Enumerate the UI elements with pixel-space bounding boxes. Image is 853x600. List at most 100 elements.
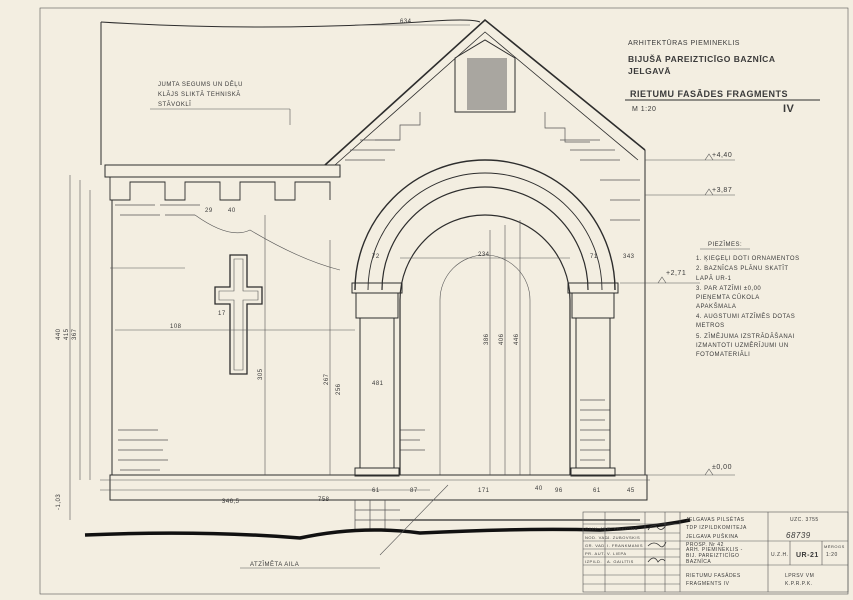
level-mark: ±0,00 (712, 464, 732, 471)
note-line: PIEŅEMTA CŪKOLA (696, 294, 760, 301)
tb-role: IZPILD. (585, 559, 602, 564)
tb-role: PR. AUT. (585, 551, 605, 556)
tb-name: J. ZUBOVSKIS (607, 535, 640, 540)
note-line: APAKŠMALA (696, 303, 736, 310)
notes: PIEZĪMES: 1. ĶIEĢEĻI DOTI ORNAMENTOS 2. … (696, 241, 800, 358)
dim-bottom: 346,5 (222, 499, 240, 505)
tb-drawing-no: 68739 (786, 531, 811, 540)
right-column (567, 282, 619, 477)
dim-inner: 406 (499, 333, 505, 345)
tb-object: BIJ. PAREIZTICĪGO (686, 552, 739, 559)
title-scale: M 1:20 (632, 106, 656, 113)
note-line: 1. ĶIEĢEĻI DOTI ORNAMENTOS (696, 256, 800, 262)
tb-scale: 1:20 (826, 552, 838, 558)
note-line: METROS (696, 323, 725, 329)
note-line: 3. PAR ATZĪMI ±0,00 (696, 285, 761, 292)
dim-left: 415 (64, 328, 70, 340)
dim-inner: 40 (228, 208, 236, 214)
dim-inner: 108 (170, 324, 182, 330)
tb-scale-label: MĒROGS (824, 544, 845, 549)
dim-bottom: 40 (535, 486, 543, 492)
notes-heading: PIEZĪMES: (708, 241, 742, 248)
cornice (104, 164, 341, 201)
dim-inner: 343 (623, 254, 635, 260)
title-sheet-number: IV (783, 103, 795, 115)
tb-role: NOD. VAD. (585, 535, 610, 540)
title-line2: BIJUŠĀ PAREIZTICĪGO BAZNĪCA (628, 53, 775, 64)
tb-sheet-code: UR-21 (796, 552, 819, 559)
dim-arch-width: 234 (478, 252, 490, 258)
title-sheet: RIETUMU FASĀDES FRAGMENTS (630, 89, 788, 99)
dim-inner: 17 (218, 311, 226, 317)
note-line: 4. AUGSTUMI ATZĪMĒS DOTAS (696, 313, 795, 320)
tb-org: TDP IZPILDKOMITEJA (686, 525, 747, 531)
tb-stage: U.Z.H. (771, 552, 788, 558)
dim-bottom: 171 (478, 488, 490, 494)
gable-vent-louver (467, 58, 507, 110)
tb-role: GALV. ARH. (585, 526, 612, 531)
ground-note: ATZĪMĒTA AILA (250, 561, 299, 568)
dim-inner: 386 (484, 333, 490, 345)
tb-date: K.P.R.P.K. (785, 581, 813, 587)
plinth (109, 474, 648, 530)
cross-niche (214, 254, 263, 375)
note-line: IZMANTOTI UZMĒRĪJUMI UN (696, 342, 789, 349)
dim-bottom: 45 (627, 488, 635, 494)
signatures (647, 524, 667, 563)
dim-bottom: 96 (555, 488, 563, 494)
dimension-lines (69, 24, 735, 520)
level-mark: +3,87 (712, 187, 732, 194)
level-marks: +4,40 +3,87 +2,71 ±0,00 (657, 152, 732, 476)
tb-object: ARH. PIEMINEKLIS - (686, 547, 743, 553)
dim-bottom: 61 (372, 488, 380, 494)
tb-org-code: UZC. 3755 (790, 517, 819, 523)
tb-object: BAZNĪCA (686, 558, 711, 565)
sheet-title: ARHITEKTŪRAS PIEMINEKLIS BIJUŠĀ PAREIZTI… (625, 39, 820, 115)
dim-inner: 72 (372, 254, 380, 260)
dim-inner: 71 (590, 254, 598, 260)
wall (111, 139, 646, 475)
tb-sheet: FRAGMENTS IV (686, 581, 730, 587)
drawing-frame (39, 7, 849, 595)
tb-name: A. GAILĪTIS (607, 559, 634, 564)
note-line: 5. ZĪMĒJUMA IZSTRĀDĀŠANAI (696, 333, 795, 340)
tb-name: G. PRIEDĪTIS (607, 526, 638, 531)
dim-bottom: 61 (593, 488, 601, 494)
title-line1: ARHITEKTŪRAS PIEMINEKLIS (628, 39, 740, 47)
roof-note-line: KLĀJS SLIKTĀ TEHNISKĀ (158, 91, 241, 98)
tb-date: LPRSV VM (785, 573, 814, 579)
level-mark: +4,40 (712, 152, 732, 159)
title-block: JELGAVAS PILSĒTAS TDP IZPILDKOMITEJA UZC… (582, 511, 849, 593)
title-line3: JELGAVĀ (628, 66, 671, 76)
dim-left-small: -1,03 (56, 494, 62, 510)
dim-bottom-total: 758 (318, 497, 330, 503)
tb-sheet: RIETUMU FASĀDES (686, 572, 741, 579)
tb-address: PROSP. Nr 42 (686, 542, 724, 548)
level-mark: +2,71 (666, 270, 686, 277)
roof-note: JUMTA SEGUMS UN DĒĻU KLĀJS SLIKTĀ TEHNIS… (150, 81, 291, 125)
dim-inner: 305 (258, 368, 264, 380)
tb-name: V. LIEPA (607, 551, 627, 556)
dim-inner: 481 (372, 381, 384, 387)
dim-inner: 267 (324, 373, 330, 385)
tb-address: JELGAVA PUŠKINA (686, 533, 738, 540)
note-line: 2. BAZNĪCAS PLĀNU SKATĪT (696, 265, 789, 272)
left-column (351, 282, 403, 477)
dim-top: 634 (400, 19, 412, 25)
dim-inner: 29 (205, 208, 213, 214)
roof-note-line: JUMTA SEGUMS UN DĒĻU (158, 81, 243, 88)
dim-left: 440 (56, 328, 62, 340)
note-line: LAPĀ UR-1 (696, 275, 732, 282)
arch (354, 159, 616, 475)
dim-bottom: 87 (410, 488, 418, 494)
roof-note-line: STĀVOKLĪ (158, 101, 191, 108)
ground-line (84, 518, 691, 540)
tb-org: JELGAVAS PILSĒTAS (686, 516, 745, 523)
dim-inner: 446 (514, 333, 520, 345)
dim-inner: 256 (336, 383, 342, 395)
tb-role: GR. VAD. (585, 543, 606, 548)
dimension-labels: 634 346,5 61 87 171 40 96 61 45 758 234 … (56, 19, 635, 510)
note-line: FOTOMATERIĀLI (696, 351, 750, 358)
tb-name: I. FRANKMANIS (607, 543, 643, 548)
